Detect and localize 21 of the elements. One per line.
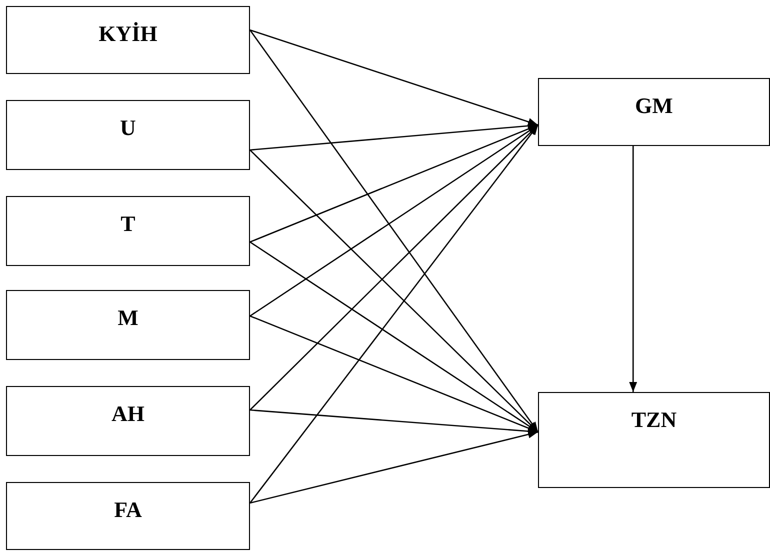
process-box bbox=[538, 78, 770, 146]
box-label: FA bbox=[114, 497, 142, 523]
process-box bbox=[6, 290, 250, 360]
box-label: AH bbox=[112, 401, 144, 427]
arrow bbox=[250, 430, 538, 504]
box-label: KYİH bbox=[98, 21, 158, 47]
process-box bbox=[6, 100, 250, 170]
arrow bbox=[250, 29, 538, 126]
process-box bbox=[6, 6, 250, 74]
box-label: T bbox=[120, 211, 136, 237]
process-box bbox=[6, 482, 250, 550]
box-label: M bbox=[118, 305, 138, 331]
process-box bbox=[538, 392, 770, 488]
box-label: TZN bbox=[631, 407, 677, 433]
process-box bbox=[6, 386, 250, 456]
box-label: GM bbox=[635, 93, 673, 119]
arrow bbox=[249, 124, 539, 504]
arrow bbox=[629, 146, 638, 392]
arrow bbox=[249, 30, 539, 432]
box-label: U bbox=[120, 115, 136, 141]
process-box bbox=[6, 196, 250, 266]
